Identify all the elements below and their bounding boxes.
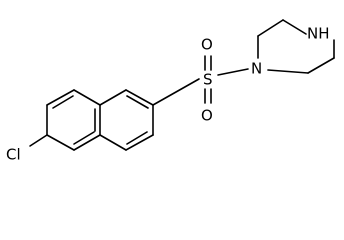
bond bbox=[73, 134, 101, 151]
nh-group: NH bbox=[307, 25, 330, 43]
bond bbox=[257, 19, 284, 37]
double-bond-inner bbox=[73, 131, 95, 145]
bond-ring-to-sulfur bbox=[152, 78, 200, 106]
oxygen-atom-bottom: O bbox=[201, 107, 213, 125]
bond bbox=[267, 69, 309, 74]
double-bond-inner bbox=[126, 131, 148, 145]
bond bbox=[46, 89, 75, 106]
double-bond-inner bbox=[126, 95, 149, 109]
bond-sulfur-to-nitrogen bbox=[217, 68, 249, 76]
naphthalene-left-ring bbox=[46, 89, 101, 151]
bond bbox=[282, 19, 307, 35]
bond bbox=[73, 89, 101, 106]
bond bbox=[125, 89, 154, 106]
double-bond-inner bbox=[52, 95, 74, 109]
bond bbox=[307, 57, 335, 74]
chlorine-atom: Cl bbox=[6, 146, 21, 164]
piperazine-ring bbox=[257, 19, 335, 74]
bond bbox=[99, 89, 127, 106]
oxygen-atom-top: O bbox=[201, 36, 213, 54]
sulfur-atom: S bbox=[203, 71, 213, 89]
bond bbox=[125, 134, 154, 151]
bond bbox=[46, 134, 75, 151]
nitrogen-atom: N bbox=[251, 60, 262, 78]
chemical-structure: Cl S O O N NH bbox=[6, 19, 335, 164]
bond bbox=[99, 134, 127, 151]
bond-to-chlorine bbox=[29, 134, 48, 147]
naphthalene-right-ring bbox=[99, 89, 154, 151]
